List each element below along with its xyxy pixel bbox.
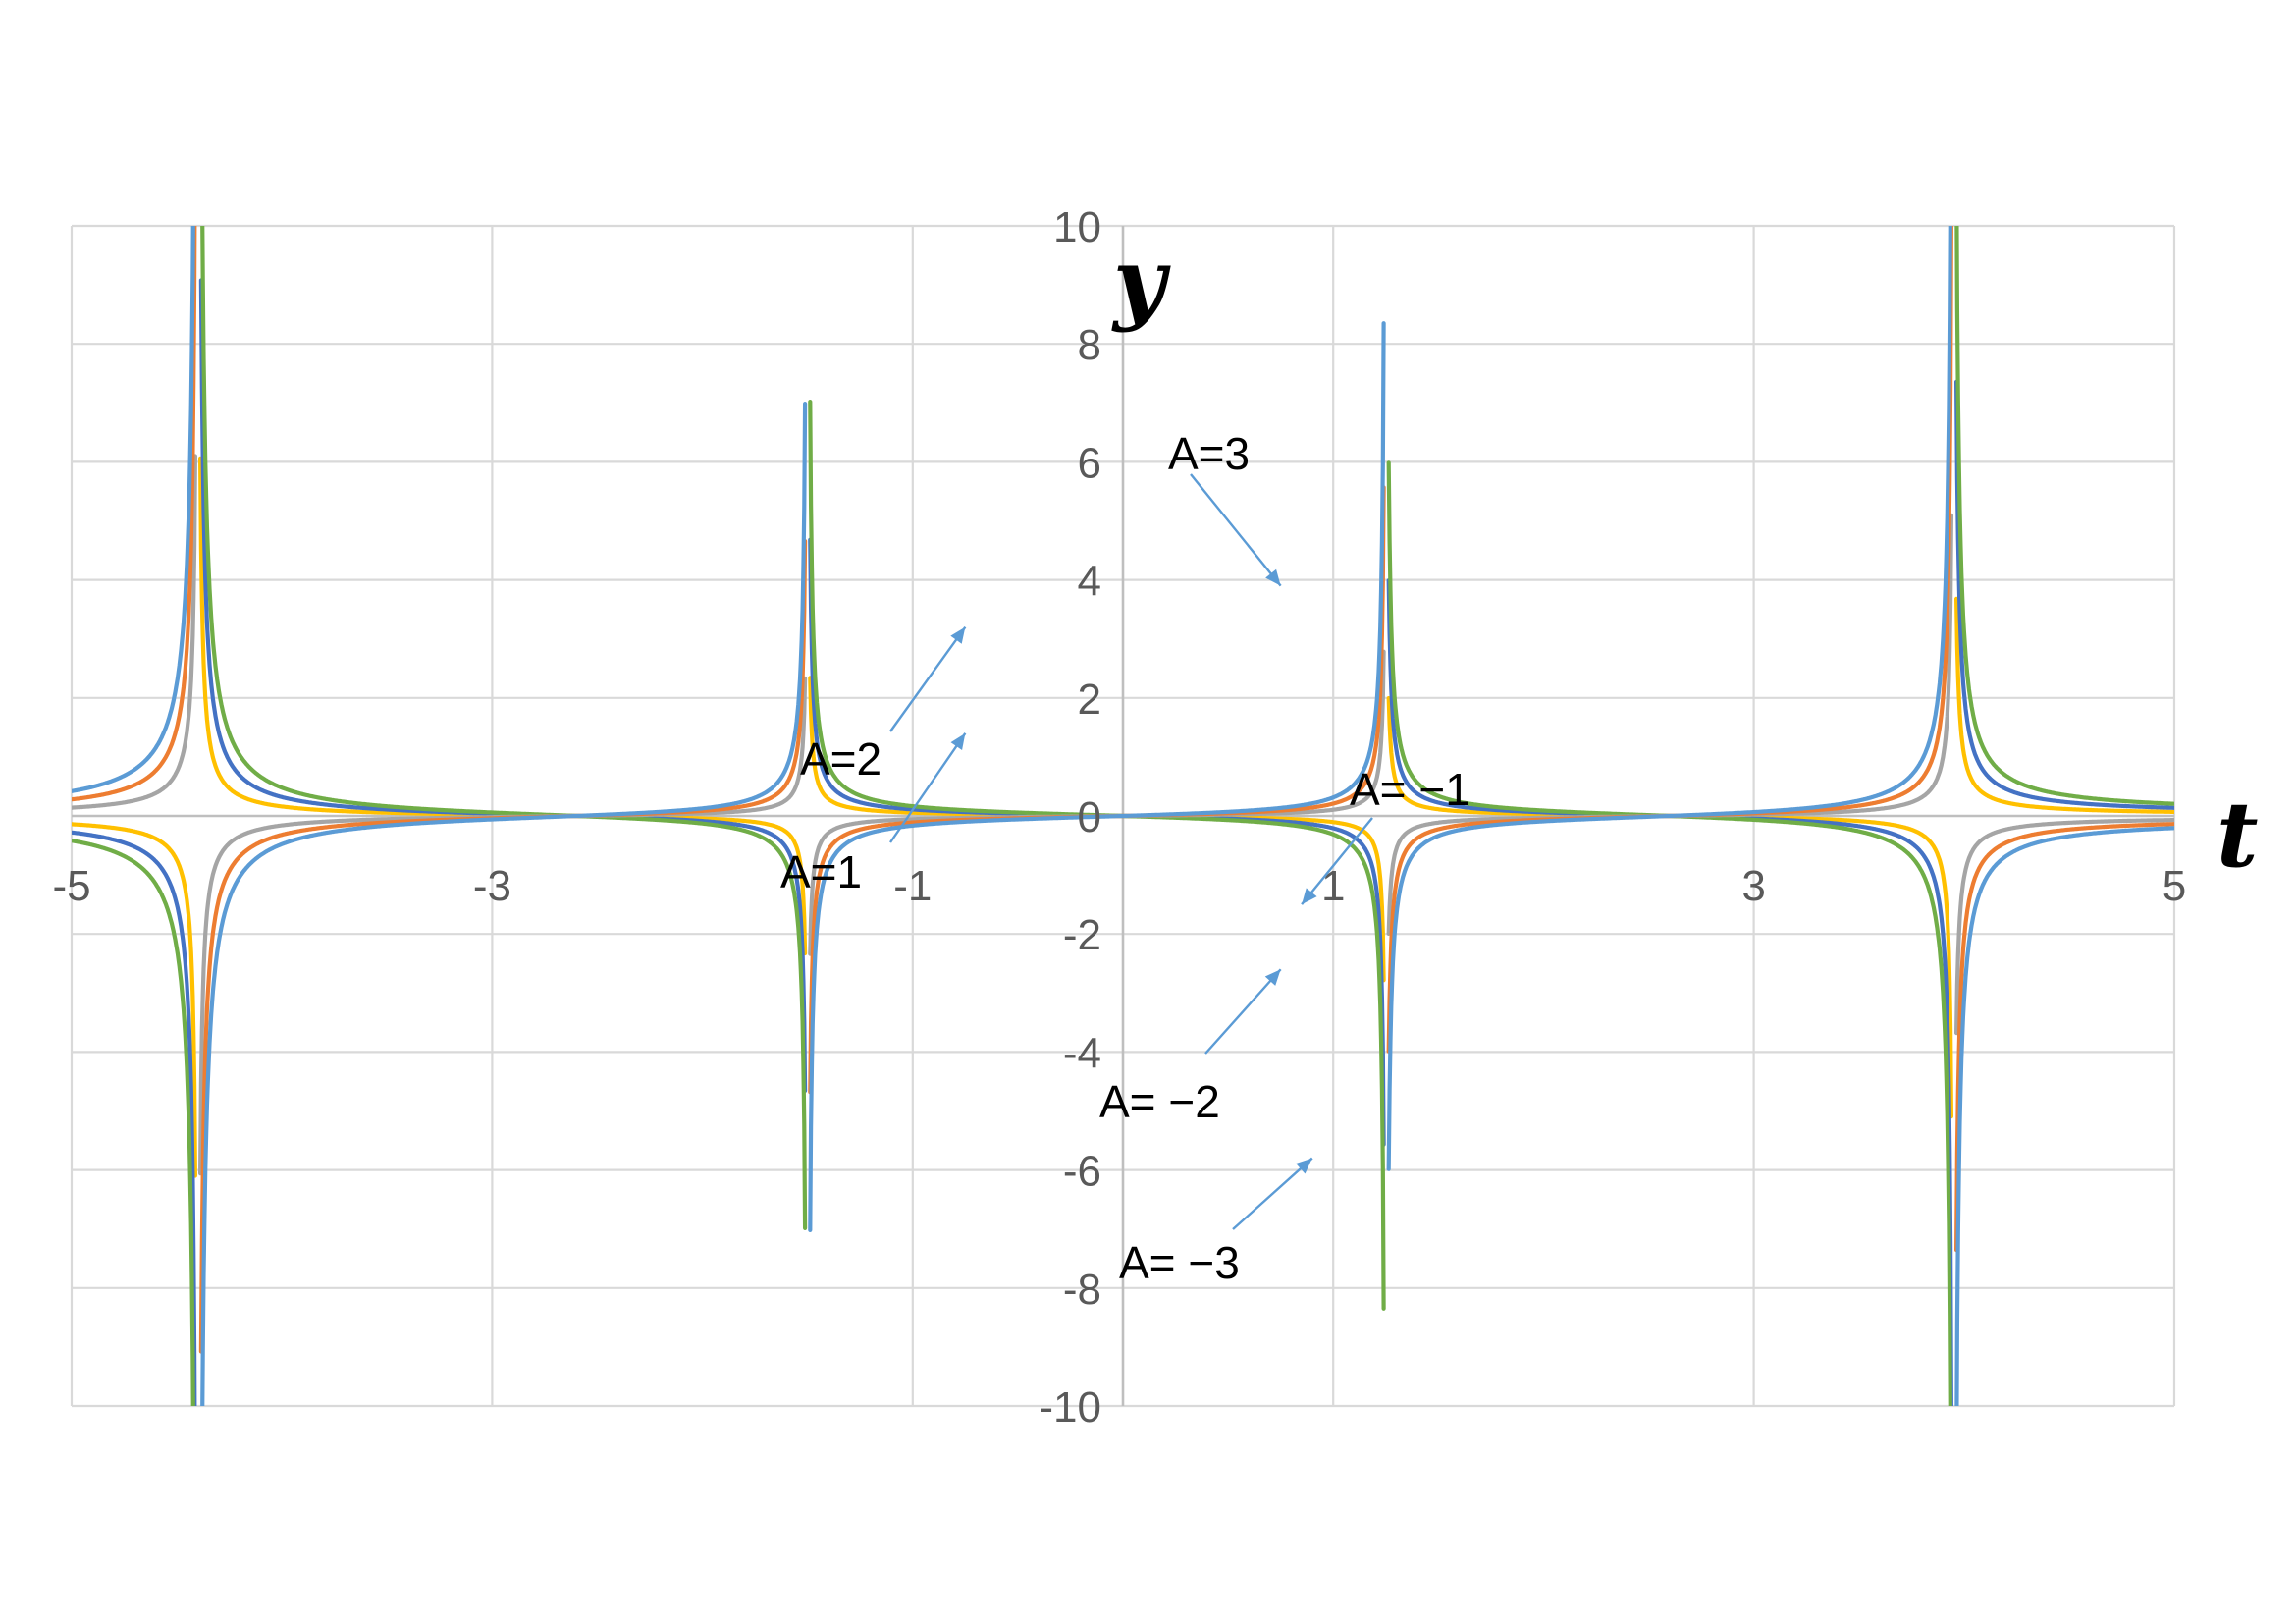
annotation-arrowhead (1302, 888, 1317, 905)
y-axis-title: y (1111, 228, 1171, 334)
annotation-arrow (1301, 817, 1373, 905)
y-tick-label: -4 (1063, 1029, 1101, 1077)
annotation-label: A=3 (1168, 428, 1250, 479)
annotation-arrow (889, 732, 967, 843)
x-tick-label: 1 (1321, 862, 1345, 910)
annotation-label: A=2 (800, 733, 881, 785)
y-tick-label: 2 (1078, 676, 1101, 724)
y-tick-label: 4 (1078, 558, 1101, 606)
annotation-arrowhead (950, 732, 966, 751)
x-tick-label: -5 (52, 862, 90, 910)
annotation-arrow (1232, 1157, 1313, 1230)
annotation-label: A= −2 (1099, 1076, 1220, 1127)
annotation-arrowhead (1265, 568, 1281, 586)
series-line (72, 226, 2174, 1406)
y-tick-label: -8 (1063, 1266, 1101, 1314)
x-tick-label: 5 (2163, 862, 2186, 910)
x-tick-label: -1 (893, 862, 932, 910)
annotation-label: A=1 (780, 846, 862, 897)
annotation-arrow (889, 625, 967, 732)
y-tick-label: 6 (1078, 439, 1101, 487)
annotation-arrowhead (1264, 969, 1281, 986)
annotation-arrow (1204, 968, 1282, 1055)
annotations: A=3A=2A=1 A= −1 A= −2 A= −3 (780, 428, 1470, 1288)
x-tick-label: -3 (473, 862, 511, 910)
annotation-arrowhead (950, 626, 966, 644)
x-axis-title: t (2216, 782, 2259, 888)
annotation-label: A= −3 (1119, 1237, 1240, 1288)
y-tick-label: 8 (1078, 321, 1101, 369)
tick-labels: 10 8 6 4 2 0 -2 -4 -6 -8 -10 -5 -3 -1 1 3 5 (52, 203, 2186, 1432)
y-tick-label: -2 (1063, 911, 1101, 959)
y-tick-label: 0 (1078, 793, 1101, 841)
x-tick-label: 3 (1741, 862, 1765, 910)
annotation-arrow (1190, 473, 1282, 587)
y-tick-label: -6 (1063, 1148, 1101, 1196)
y-tick-label: -10 (1039, 1383, 1101, 1432)
annotation-arrowhead (1296, 1158, 1312, 1174)
series-group (72, 226, 2174, 1406)
y-tick-label: 10 (1053, 203, 1101, 251)
annotation-label: A= −1 (1350, 764, 1470, 815)
